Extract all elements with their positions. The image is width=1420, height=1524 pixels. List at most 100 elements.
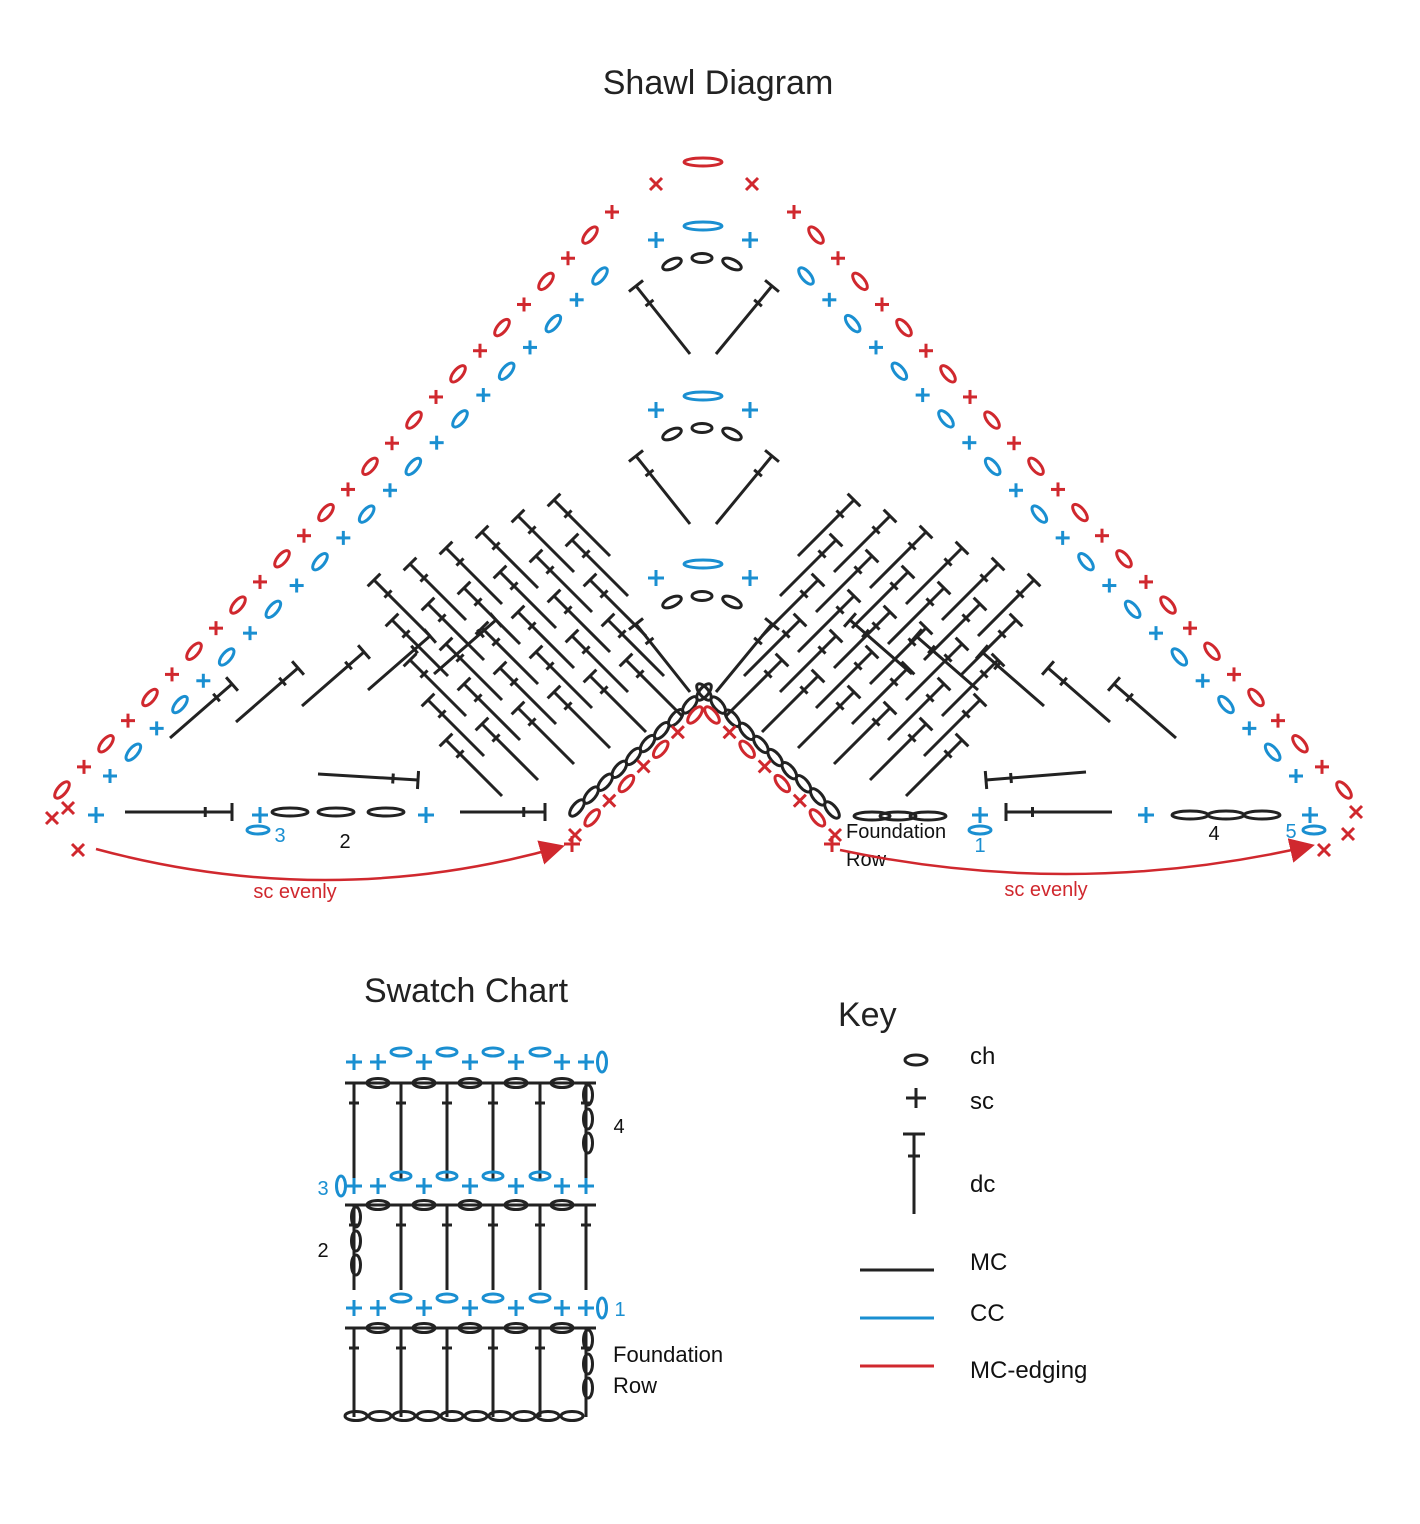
sc-stitch: [508, 1054, 524, 1070]
ch-stitch: [229, 595, 247, 615]
dc-stitch: [904, 636, 970, 702]
ch-stitch: [690, 422, 714, 434]
sc-stitch: [1315, 759, 1329, 774]
dc-stitch: [366, 572, 432, 638]
ch-stitch: [690, 252, 714, 264]
sc-stitch: [416, 1178, 432, 1194]
swatch-row-label-1: 1: [614, 1299, 625, 1321]
dc-stitch: [442, 1083, 452, 1180]
ch-stitch: [451, 409, 469, 429]
ch-stitch: [890, 361, 909, 381]
shawl-row-label-4: 4: [1208, 823, 1219, 845]
ch-stitch: [1027, 456, 1045, 477]
ch-stitch: [682, 156, 724, 168]
sc-stitch: [462, 1178, 478, 1194]
sc-stitch: [919, 343, 933, 358]
ch-stitch: [411, 1077, 437, 1089]
ch-stitch: [389, 1170, 413, 1182]
ch-stitch: [389, 1046, 413, 1058]
sc-stitch: [1227, 667, 1241, 682]
sc-stitch: [1242, 721, 1257, 736]
dc-stitch: [492, 660, 558, 726]
dc-stitch: [564, 628, 630, 694]
key-label-cc: CC: [970, 1300, 1005, 1327]
ch-stitch: [1206, 809, 1246, 821]
sc-stitch: [1348, 804, 1364, 820]
ch-stitch: [124, 742, 143, 762]
ch-stitch: [721, 594, 743, 610]
dc-stitch: [778, 628, 844, 694]
ch-stitch: [97, 734, 115, 754]
ch-stitch: [773, 773, 792, 794]
dc-stitch: [922, 692, 988, 758]
ch-stitch: [651, 739, 670, 759]
dc-stitch: [402, 652, 468, 718]
sc-stitch: [1271, 713, 1285, 728]
sc-stitch: [473, 343, 487, 358]
ch-stitch: [389, 1292, 413, 1304]
ch-stitch: [270, 806, 310, 818]
sc-evenly-label-right: sc evenly: [1004, 879, 1087, 901]
ch-stitch: [1335, 780, 1353, 800]
ch-stitch: [937, 409, 955, 429]
ch-stitch: [549, 1322, 575, 1334]
sc-stitch: [346, 1178, 362, 1194]
dc-stitch: [510, 604, 576, 670]
sc-stitch: [429, 435, 444, 450]
dc-stitch: [1106, 676, 1177, 740]
sc-stitch: [341, 482, 355, 497]
dc-stitch: [628, 449, 692, 525]
ch-stitch: [878, 810, 918, 822]
ch-stitch: [316, 806, 356, 818]
sc-stitch: [209, 621, 223, 636]
ch-stitch: [185, 641, 203, 661]
ch-stitch: [493, 317, 511, 338]
ch-stitch: [1170, 809, 1210, 821]
key-label-mc: MC: [970, 1249, 1007, 1276]
dc-stitch: [814, 548, 880, 614]
ch-stitch: [449, 364, 467, 384]
key-label-ch: ch: [970, 1043, 995, 1070]
dc-stitch: [742, 612, 808, 678]
sc-stitch: [385, 436, 399, 451]
sc-stitch: [554, 1300, 570, 1316]
dc-stitch: [850, 564, 916, 630]
ch-stitch: [217, 647, 236, 667]
dc-stitch: [796, 588, 862, 654]
ch-stitch: [582, 1376, 594, 1400]
swatch-row-label-4: 4: [613, 1116, 624, 1138]
ch-stitch: [411, 1199, 437, 1211]
ch-stitch: [1203, 641, 1221, 661]
sc-stitch: [165, 667, 179, 682]
ch-stitch: [439, 1410, 465, 1422]
ch-stitch: [317, 502, 335, 523]
ch-stitch: [695, 682, 713, 702]
ch-stitch: [559, 1410, 585, 1422]
dc-stitch: [442, 1328, 452, 1417]
sc-stitch: [196, 673, 211, 688]
dc-stitch: [904, 540, 970, 606]
swatch-chart-title: Swatch Chart: [364, 972, 569, 1010]
swatch-foundation-label-line1: Foundation: [613, 1342, 723, 1367]
ch-stitch: [549, 1199, 575, 1211]
ch-stitch: [682, 558, 724, 570]
dc-stitch: [958, 612, 1024, 678]
dc-stitch: [832, 508, 898, 574]
sc-stitch: [1138, 807, 1154, 823]
ch-stitch: [661, 256, 683, 272]
dc-stitch: [384, 612, 450, 678]
ch-stitch: [721, 426, 743, 442]
ch-stitch: [273, 549, 291, 569]
ch-stitch: [481, 1292, 505, 1304]
dc-stitch: [438, 636, 504, 702]
ch-stitch: [361, 456, 379, 477]
sc-stitch: [722, 725, 737, 740]
ch-stitch: [435, 1170, 459, 1182]
ch-stitch: [311, 552, 329, 572]
ch-stitch: [983, 410, 1001, 430]
ch-stitch: [171, 694, 189, 715]
sc-stitch: [252, 807, 268, 823]
dc-stitch: [474, 524, 540, 590]
dc-stitch: [433, 612, 504, 676]
ch-icon: [903, 1053, 929, 1067]
